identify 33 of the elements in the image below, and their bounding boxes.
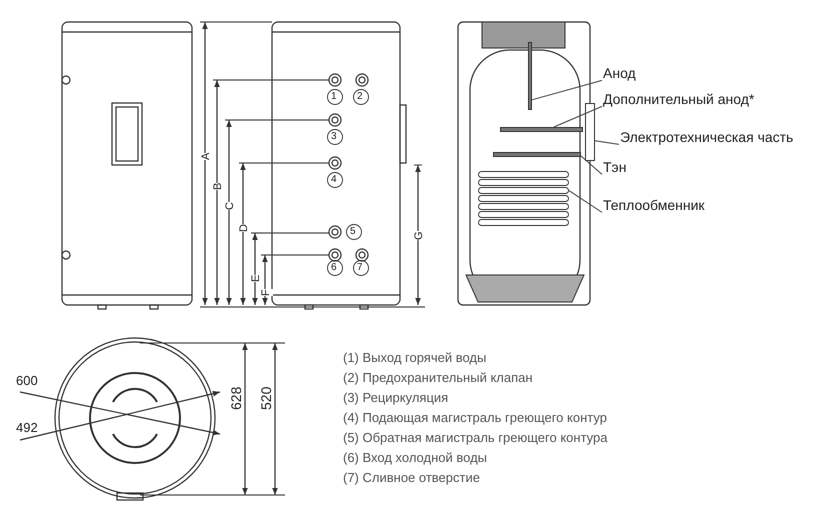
dimension-value: 520 xyxy=(259,386,273,410)
callout-number: 6 xyxy=(331,263,337,273)
dimension-value: 600 xyxy=(16,374,38,387)
legend-item: (4) Подающая магистраль греющего контур xyxy=(343,411,607,424)
part-label: Тэн xyxy=(603,160,626,176)
callout-number: 1 xyxy=(331,92,337,102)
dimension-value: 628 xyxy=(229,386,243,410)
legend-item: (7) Сливное отверстие xyxy=(343,471,480,484)
callout-number: 3 xyxy=(331,132,337,142)
legend-item: (3) Рециркуляция xyxy=(343,391,448,404)
leader-line xyxy=(594,140,620,145)
heating-element xyxy=(493,152,581,157)
electrical-box xyxy=(585,103,595,161)
heat-exchanger-coil xyxy=(478,171,569,227)
callout-number: 4 xyxy=(331,175,337,185)
callout-number: 2 xyxy=(357,92,363,102)
legend-item: (5) Обратная магистраль греющего контура xyxy=(343,431,608,444)
part-label: Теплообменник xyxy=(603,198,705,214)
leader-line xyxy=(568,190,602,213)
dimension-value: 492 xyxy=(16,421,38,434)
callout-number: 7 xyxy=(357,263,363,273)
legend-item: (2) Предохранительный клапан xyxy=(343,371,533,384)
anode-rod xyxy=(528,42,532,110)
dimension-letter: F xyxy=(260,289,273,296)
part-label: Электротехническая часть xyxy=(620,130,794,146)
legend-item: (1) Выход горячей воды xyxy=(343,351,486,364)
leader-line xyxy=(532,80,602,100)
anode-rod xyxy=(500,127,583,132)
callout-number: 5 xyxy=(350,227,356,237)
part-label: Дополнительный анод* xyxy=(603,92,754,108)
legend-item: (6) Вход холодной воды xyxy=(343,451,487,464)
part-label: Анод xyxy=(603,66,636,82)
leader-line xyxy=(580,156,602,175)
